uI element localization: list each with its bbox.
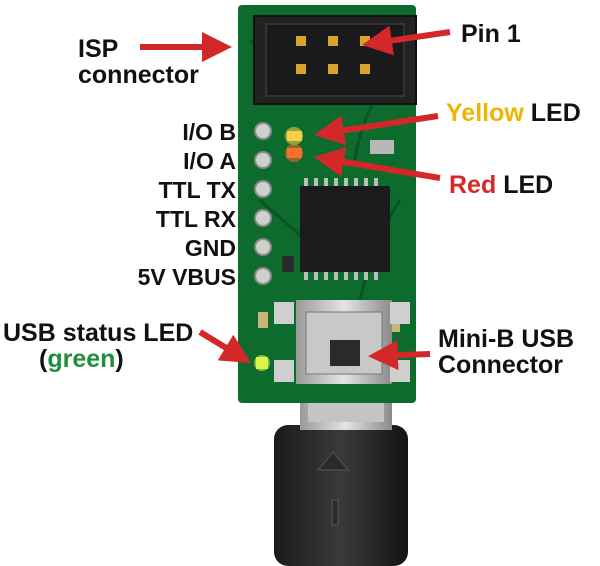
- red-led-word: LED: [503, 171, 554, 199]
- microcontroller-chip: [300, 178, 390, 280]
- yellow-led-word: LED: [530, 99, 581, 127]
- pin1-arrow: [362, 25, 451, 56]
- isp-label-line2: connector: [78, 61, 199, 89]
- pin-label-io-a: I/O A: [183, 148, 236, 174]
- yellow-led-label: Yellow LED: [446, 100, 581, 126]
- pin-label-io-b: I/O B: [182, 119, 236, 145]
- pin-label-ttl-tx: TTL TX: [158, 177, 236, 203]
- paren-open: (: [39, 345, 48, 373]
- mini-b-arrow: [368, 340, 431, 371]
- isp-header: [253, 15, 417, 105]
- mini-b-line2: Connector: [438, 351, 563, 379]
- usb-status-line1: USB status LED: [3, 319, 194, 347]
- mini-b-line1: Mini-B USB: [438, 325, 575, 353]
- pin-label-ttl-rx: TTL RX: [155, 206, 236, 232]
- isp-label-line1: ISP: [78, 35, 119, 63]
- green-word: green: [47, 345, 116, 373]
- callout-arrows: [140, 25, 451, 371]
- yellow-word: Yellow: [446, 99, 524, 127]
- pin-label-gnd: GND: [184, 235, 236, 261]
- pin-label-5v-vbus: 5V VBUS: [137, 264, 236, 290]
- mini-b-label: Mini-B USB Connector: [438, 326, 574, 378]
- smd-components: [258, 140, 400, 332]
- red-led-label: Red LED: [449, 172, 553, 198]
- red-led-arrow: [314, 147, 441, 181]
- paren-close: ): [115, 345, 124, 373]
- pin1-label: Pin 1: [461, 20, 521, 48]
- usb-status-label: USB status LED (green): [3, 320, 193, 372]
- pin-pads: [254, 122, 272, 285]
- usb-status-line2: (green): [3, 346, 193, 372]
- usb-cable: [274, 380, 408, 566]
- yellow-led-arrow: [314, 113, 439, 146]
- isp-label: ISP connector: [78, 36, 199, 88]
- red-word: Red: [449, 171, 497, 199]
- usb-status-arrow: [198, 329, 252, 364]
- status-leds: [254, 127, 303, 371]
